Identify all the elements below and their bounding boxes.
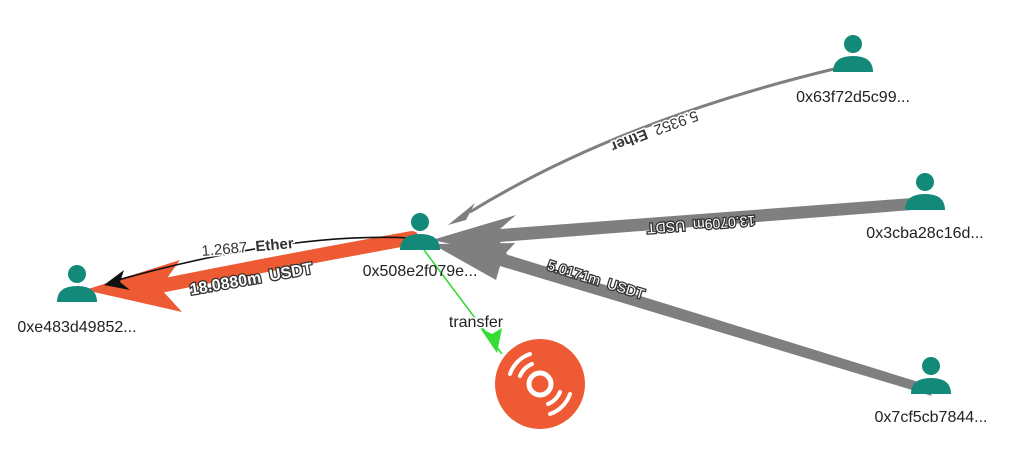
node-label: 0x7cf5cb7844... xyxy=(875,409,988,426)
edge-7cf5-to-508e[interactable] xyxy=(432,243,932,396)
edge-amount: 1.2687 xyxy=(201,239,248,260)
contract-node[interactable] xyxy=(495,339,585,429)
node-7cf5[interactable]: 0x7cf5cb7844... xyxy=(875,357,988,426)
person-icon xyxy=(833,35,873,72)
edge-unit: Ether xyxy=(608,125,650,155)
person-icon xyxy=(400,213,440,250)
edge-508e-transfer-contract[interactable] xyxy=(423,249,503,355)
edge-amount: 13.0709m xyxy=(692,213,755,234)
node-508e[interactable]: 0x508e2f079e... xyxy=(363,213,478,280)
node-e483[interactable]: 0xe483d49852... xyxy=(17,265,137,336)
node-label: 0x508e2f079e... xyxy=(363,263,478,280)
person-icon xyxy=(905,173,945,210)
edge-unit: Ether xyxy=(255,235,295,255)
edge-label-transfer: transfer xyxy=(449,314,504,331)
radio-wave-disc-icon xyxy=(495,339,585,429)
edge-label-63f7: 5.9352 Ether xyxy=(608,107,700,155)
edge-label-3cba: 13.0709m USDT xyxy=(646,213,756,237)
node-63f7[interactable]: 0x63f72d5c99... xyxy=(796,35,910,106)
person-icon xyxy=(57,265,97,302)
node-label: 0x3cba28c16d... xyxy=(866,225,983,242)
node-label: 0xe483d49852... xyxy=(17,319,136,336)
edge-63f7-to-508e[interactable] xyxy=(448,66,839,225)
edge-3cba-to-508e[interactable] xyxy=(432,198,912,256)
edge-unit: USDT xyxy=(646,218,686,237)
person-icon xyxy=(911,357,951,394)
edge-amount: 5.9352 xyxy=(652,107,701,138)
node-label: 0x63f72d5c99... xyxy=(796,89,910,106)
node-3cba[interactable]: 0x3cba28c16d... xyxy=(866,173,984,242)
edge-508e-to-e483-usdt[interactable] xyxy=(85,231,419,312)
edge-label-black: 1.2687 Ether xyxy=(201,235,295,260)
edge-508e-to-e483-ether[interactable] xyxy=(104,236,411,290)
